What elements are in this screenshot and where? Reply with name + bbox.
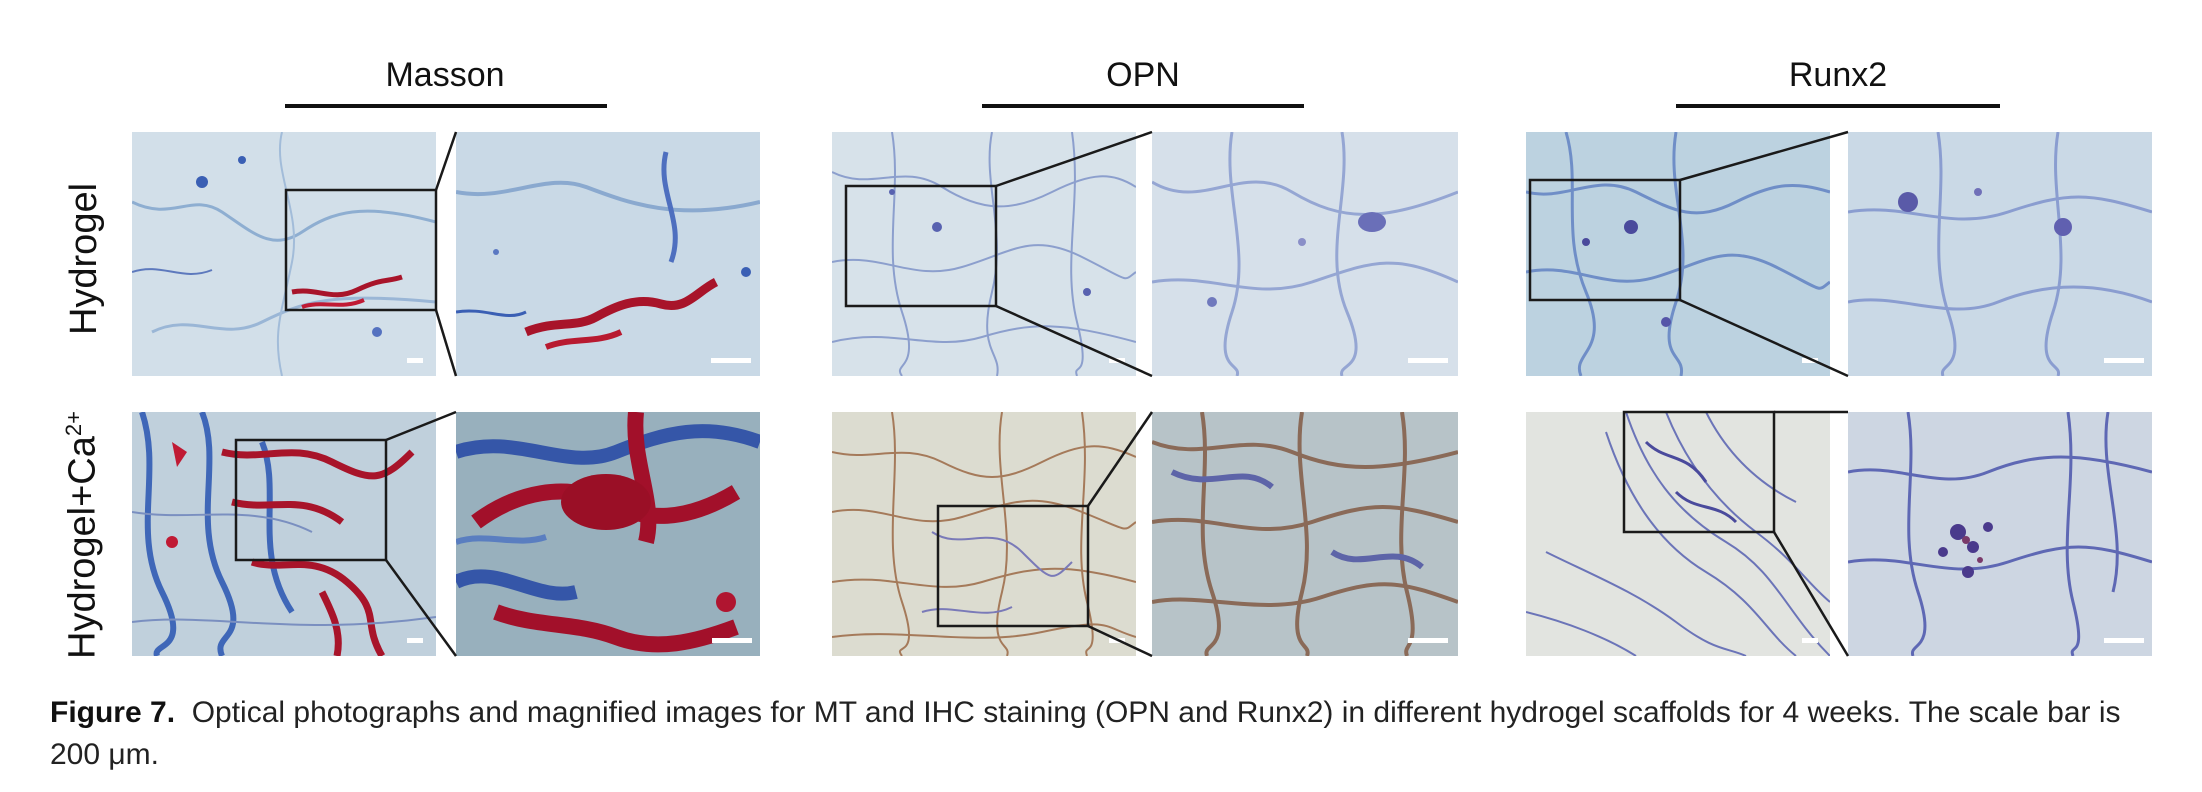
panel-opn-ca-overview bbox=[832, 412, 1136, 656]
panel-runx2-ca-overview bbox=[1526, 412, 1830, 656]
scale-bar bbox=[711, 358, 751, 363]
row-label-hydrogel: Hydrogel bbox=[63, 182, 105, 336]
panel-opn-ca-magnified bbox=[1152, 412, 1458, 656]
caption-text: Optical photographs and magnified images… bbox=[50, 696, 2121, 771]
connector-line bbox=[434, 131, 458, 191]
scale-bar bbox=[712, 638, 752, 643]
panel-runx2-hydrogel-magnified bbox=[1848, 132, 2152, 376]
column-title-opn: OPN bbox=[1106, 56, 1180, 94]
scale-bar bbox=[1109, 638, 1125, 643]
panel-masson-hydrogel-magnified bbox=[456, 132, 760, 376]
column-divider-masson bbox=[285, 104, 607, 108]
panel-opn-hydrogel-overview bbox=[832, 132, 1136, 376]
figure-caption: Figure 7. Optical photographs and magnif… bbox=[50, 692, 2170, 776]
scale-bar bbox=[1408, 358, 1448, 363]
row-label-hydrogel-ca: Hydrogel+Ca2+ bbox=[61, 411, 104, 659]
scale-bar bbox=[1408, 638, 1448, 643]
scale-bar bbox=[407, 358, 423, 363]
scale-bar bbox=[1802, 358, 1818, 363]
panel-masson-hydrogel-overview bbox=[132, 132, 436, 376]
scale-bar bbox=[1802, 638, 1818, 643]
caption-label: Figure 7. bbox=[50, 696, 176, 729]
scale-bar bbox=[1109, 358, 1125, 363]
connector-line bbox=[434, 309, 458, 377]
column-title-masson: Masson bbox=[385, 56, 505, 94]
panel-runx2-hydrogel-overview bbox=[1526, 132, 1830, 376]
column-title-runx2: Runx2 bbox=[1788, 56, 1888, 94]
panel-opn-hydrogel-magnified bbox=[1152, 132, 1458, 376]
scale-bar bbox=[2104, 638, 2144, 643]
scale-bar bbox=[407, 638, 423, 643]
panel-masson-ca-overview bbox=[132, 412, 436, 656]
figure: Masson OPN Runx2 Hydrogel Hydrogel+Ca2+ bbox=[61, 56, 2152, 659]
column-divider-runx2 bbox=[1676, 104, 2000, 108]
panel-masson-ca-magnified bbox=[456, 412, 760, 656]
panel-runx2-ca-magnified bbox=[1848, 412, 2152, 656]
scale-bar bbox=[2104, 358, 2144, 363]
column-divider-opn bbox=[982, 104, 1304, 108]
